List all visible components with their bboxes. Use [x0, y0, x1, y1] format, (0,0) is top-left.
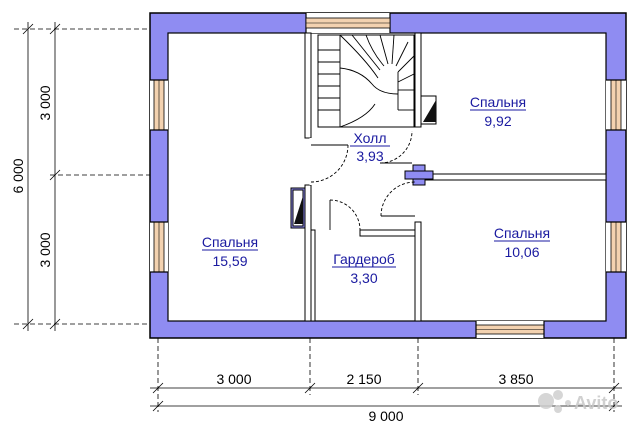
room-area-bedroom-w: 15,59 — [212, 253, 247, 269]
dim-left-2: 3 000 — [37, 232, 53, 267]
room-name-wardrobe: Гардероб — [333, 251, 395, 267]
right-windows — [606, 79, 626, 273]
watermark: Avito — [538, 390, 618, 413]
room-area-wardrobe: 3,30 — [350, 270, 377, 286]
watermark-text: Avito — [574, 393, 618, 413]
dim-bottom-3: 3 850 — [498, 371, 533, 387]
doors — [309, 130, 416, 231]
dim-left-1: 3 000 — [37, 85, 53, 120]
bottom-window — [475, 321, 545, 338]
dim-bottom-1: 3 000 — [216, 371, 251, 387]
top-window — [305, 13, 391, 33]
chimney-marks — [292, 95, 437, 227]
dim-bottom-total: 9 000 — [368, 408, 403, 424]
room-name-hall: Холл — [354, 130, 387, 146]
room-name-bedroom-ne: Спальня — [470, 94, 526, 110]
left-dimensions — [14, 22, 150, 331]
room-area-hall: 3,93 — [356, 148, 383, 164]
room-labels: Холл 3,93 Спальня 9,92 Спальня 15,59 Гар… — [202, 94, 550, 286]
staircase — [317, 34, 415, 128]
room-area-bedroom-ne: 9,92 — [484, 113, 511, 129]
dim-bottom-2: 2 150 — [346, 371, 381, 387]
interior-partitions — [304, 32, 607, 322]
room-area-bedroom-se: 10,06 — [504, 244, 539, 260]
avito-dots-icon — [538, 390, 571, 413]
room-name-bedroom-se: Спальня — [494, 225, 550, 241]
left-windows — [150, 79, 168, 273]
room-name-bedroom-w: Спальня — [202, 234, 258, 250]
dim-left-total: 6 000 — [10, 158, 26, 193]
